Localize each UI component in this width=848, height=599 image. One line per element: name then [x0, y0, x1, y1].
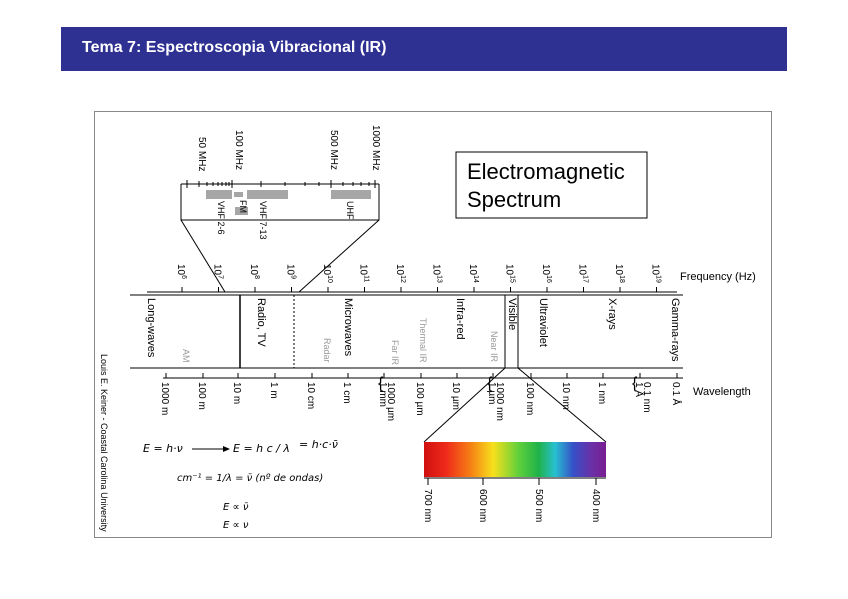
frequency-tick-label: 1010: [321, 264, 333, 283]
subregion-thermal-ir: Thermal IR: [418, 318, 428, 363]
visible-tick-label: 700 nm: [422, 489, 433, 522]
band-uhf: [331, 190, 371, 199]
band-label: VHF 7-13: [258, 201, 268, 240]
wavelength-tick-label: 0.1 Å: [670, 382, 683, 406]
region-visible: Visible: [506, 298, 518, 330]
title-line2: Spectrum: [467, 187, 561, 212]
region-long-waves: Long-waves: [145, 298, 157, 358]
credit: Louis E. Keiner - Coastal Carolina Unive…: [99, 354, 109, 532]
frequency-tick-label: 107: [212, 264, 224, 279]
brace-mm: {: [378, 375, 384, 392]
brace-angstrom: {: [632, 375, 638, 392]
zoom-connector: [180, 219, 226, 293]
region-gamma-rays: Gamma-rays: [669, 298, 681, 362]
frequency-axis-label: Frequency (Hz): [680, 271, 756, 283]
frequency-tick-label: 1013: [431, 264, 443, 283]
region-microwaves: Microwaves: [342, 298, 354, 357]
wavelength-tick-label: 1 cm: [341, 382, 352, 404]
wavelength-tick-label: 10 m: [231, 382, 242, 404]
band-label: FM: [238, 200, 248, 213]
visible-tick-label: 500 nm: [533, 489, 544, 522]
wavelength-tick-label: 1000 µm: [385, 382, 396, 421]
subregion-near-ir: Near IR: [489, 331, 499, 363]
inset-ticks: [186, 180, 376, 188]
wavelength-tick-label: 10 cm: [305, 382, 316, 409]
frequency-tick-label: 1019: [650, 264, 662, 283]
note-energy-hv: E = h·ν: [143, 442, 183, 455]
wavelength-axis-label: Wavelength: [693, 386, 751, 398]
wavelength-tick-label: 100 nm: [524, 382, 535, 415]
inset-freq-label: 50 MHz: [196, 137, 207, 171]
wavelength-tick-label: 10 µm: [450, 382, 461, 410]
inset-freq-label: 500 MHz: [328, 130, 339, 170]
visible-ticks: [427, 478, 597, 485]
frequency-tick-label: 109: [285, 264, 297, 279]
spectrum-diagram: Electromagnetic Spectrum 50 MHz 100 MHz …: [99, 125, 756, 532]
visible-tick-label: 400 nm: [590, 489, 601, 522]
slide-title: Tema 7: Espectroscopia Vibracional (IR): [82, 39, 387, 56]
region-radio-tv: Radio, TV: [255, 298, 267, 347]
spectrum-figure: Electromagnetic Spectrum 50 MHz 100 MHz …: [94, 111, 772, 538]
handwritten-notes: E = h·ν E = h c / λ = h·c·ν̄ cm⁻¹ = 1/λ …: [143, 438, 338, 531]
region-infrared: Infra-red: [454, 298, 466, 340]
zoom-connector: [298, 219, 380, 293]
wavelength-tick-label: 1 Å: [633, 382, 646, 397]
subregion-radar: Radar: [322, 338, 332, 363]
wavelength-tick-label: 1 m: [268, 382, 279, 399]
frequency-tick-label: 108: [248, 264, 260, 279]
band-vhf-7-13: [247, 190, 288, 199]
visible-connector: [423, 367, 506, 443]
band-fm: [235, 207, 248, 215]
wavelength-tick-label: 1 mm: [377, 382, 388, 407]
wavelength-tick-label: 100 µm: [414, 382, 425, 416]
inset-radio: 50 MHz 100 MHz 500 MHz 1000 MHz VHF 2-6 …: [180, 125, 381, 240]
frequency-tick-label: 1018: [613, 264, 625, 283]
frequency-tick-label: 1015: [504, 264, 516, 283]
band-label: UHF: [345, 201, 355, 220]
title-box: [455, 151, 648, 219]
frequency-tick-label: 1016: [540, 264, 552, 283]
wavelength-tick-label: 1 nm: [596, 382, 607, 404]
title-line1: Electromagnetic: [467, 159, 625, 184]
visible-connector: [517, 367, 607, 443]
wavelength-tick-label: 1000 nm: [494, 382, 505, 421]
wavelength-tick-label: 0.1 nm: [641, 382, 652, 413]
frequency-tick-label: 1017: [577, 264, 589, 283]
band-vhf-2-6: [206, 190, 232, 199]
frequency-tick-label: 1011: [358, 264, 370, 282]
inset-freq-label: 100 MHz: [233, 130, 244, 170]
note-energy-hcnu: = h·c·ν̄: [299, 438, 338, 451]
wavelength-tick-label: 1000 m: [159, 382, 170, 415]
inset-box: [180, 184, 380, 221]
band-fm-small: [234, 192, 243, 197]
arrow-head-icon: [223, 446, 230, 452]
brace-um: {: [487, 375, 493, 392]
region-ultraviolet: Ultraviolet: [537, 298, 549, 347]
wavelength-tick-label: 10 nm: [560, 382, 571, 410]
band-label: VHF 2-6: [216, 201, 226, 235]
wavelength-tick-label: 100 m: [196, 382, 207, 410]
note-wavenumber: cm⁻¹ = 1/λ = ν̄ (nº de ondas): [177, 473, 323, 484]
region-x-rays: X-rays: [606, 298, 618, 330]
inset-freq-label: 1000 MHz: [370, 125, 381, 171]
note-e-vs-nubar: E ∝ ν̄: [223, 502, 249, 513]
subregion-am: AM: [181, 349, 191, 363]
visible-spectrum-bar: [424, 442, 606, 477]
visible-tick-label: 600 nm: [477, 489, 488, 522]
note-e-vs-nu: E ∝ ν: [223, 520, 249, 531]
frequency-ticks: 106 107 108 109 1010 1011 1012 1013 1014 1015 1016…: [175, 264, 662, 292]
frequency-tick-label: 1014: [467, 264, 479, 283]
subregion-far-ir: Far IR: [390, 340, 400, 366]
frequency-tick-label: 1012: [394, 264, 406, 283]
frequency-tick-label: 106: [175, 264, 187, 279]
wavelength-tick-label: 1 µm: [486, 382, 497, 404]
slide-header: Tema 7: Espectroscopia Vibracional (IR): [61, 27, 787, 71]
note-energy-hc-lambda: E = h c / λ: [233, 442, 290, 455]
